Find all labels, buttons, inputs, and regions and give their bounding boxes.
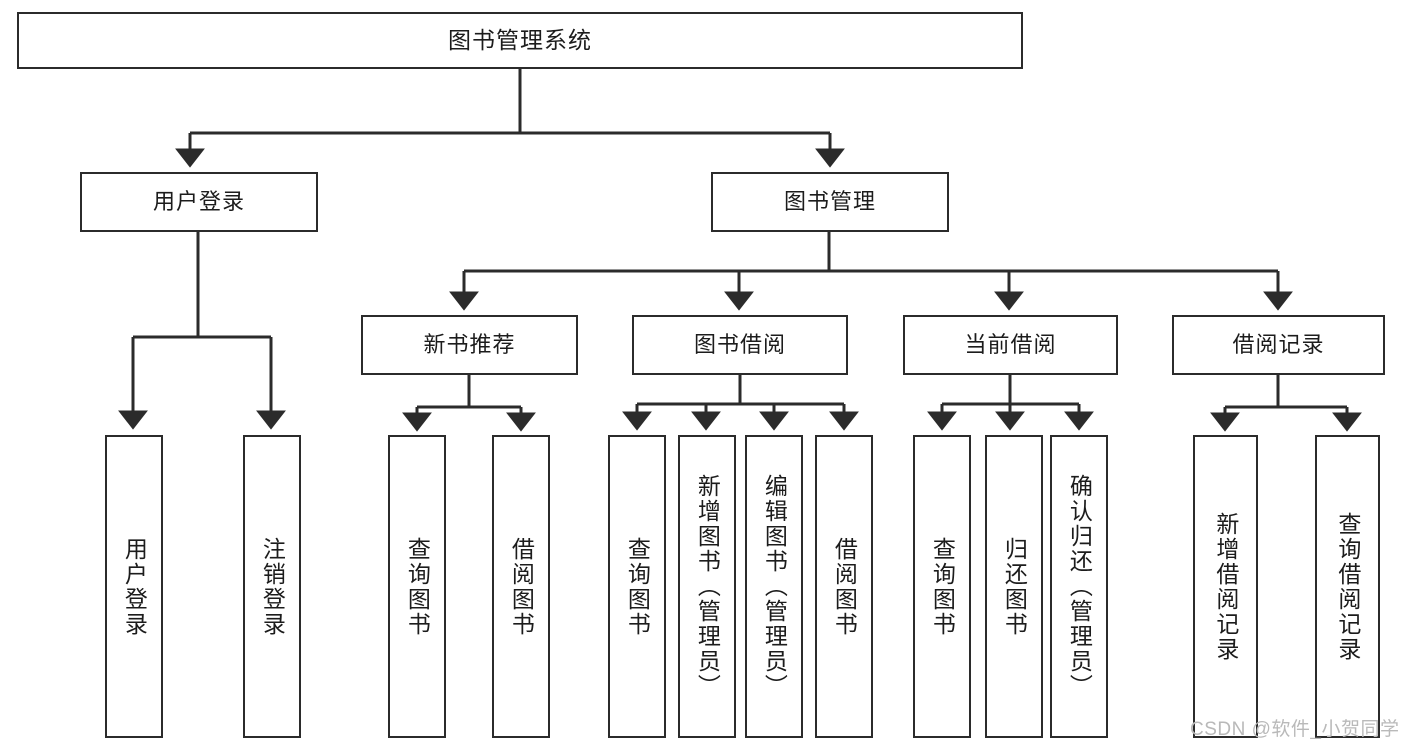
node-borrow-records[interactable]: 借阅记录 — [1172, 315, 1385, 375]
leaf-borrow-borrow-book[interactable]: 借阅图书 — [815, 435, 873, 738]
leaf-borrow-query-book[interactable]: 查询图书 — [608, 435, 666, 738]
leaf-new-book-borrow[interactable]: 借阅图书 — [492, 435, 550, 738]
node-label: 借阅图书 — [508, 536, 535, 637]
node-label: 注销登录 — [259, 536, 286, 637]
node-user-login[interactable]: 用户登录 — [80, 172, 318, 232]
node-current-borrowing[interactable]: 当前借阅 — [903, 315, 1118, 375]
node-book-management[interactable]: 图书管理 — [711, 172, 949, 232]
node-label: 归还图书 — [1001, 536, 1028, 637]
node-label: 查询借阅记录 — [1334, 511, 1361, 662]
node-label: 查询图书 — [929, 536, 956, 637]
leaf-records-add-record[interactable]: 新增借阅记录 — [1193, 435, 1258, 738]
leaf-user-login-logout[interactable]: 注销登录 — [243, 435, 301, 738]
node-label: 借阅记录 — [1232, 331, 1325, 357]
leaf-records-query-record[interactable]: 查询借阅记录 — [1315, 435, 1380, 738]
node-label: 新增图书（管理员） — [694, 474, 721, 699]
node-label: 用户登录 — [121, 536, 148, 637]
node-label: 查询图书 — [404, 536, 431, 637]
node-label: 用户登录 — [152, 188, 245, 214]
node-label: 当前借阅 — [964, 331, 1057, 357]
leaf-user-login-login[interactable]: 用户登录 — [105, 435, 163, 738]
node-root-library-system[interactable]: 图书管理系统 — [17, 12, 1023, 69]
leaf-current-confirm-return-admin[interactable]: 确认归还（管理员） — [1050, 435, 1108, 738]
node-label: 图书管理系统 — [448, 26, 592, 53]
node-label: 新增借阅记录 — [1212, 511, 1239, 662]
node-label: 图书借阅 — [693, 331, 786, 357]
node-label: 图书管理 — [783, 188, 876, 214]
csdn-watermark: CSDN @软件_小贺同学 — [1190, 719, 1400, 740]
leaf-borrow-edit-book-admin[interactable]: 编辑图书（管理员） — [745, 435, 803, 738]
node-label: 编辑图书（管理员） — [761, 474, 788, 699]
node-label: 确认归还（管理员） — [1066, 474, 1093, 699]
node-book-borrowing[interactable]: 图书借阅 — [632, 315, 848, 375]
leaf-current-return-book[interactable]: 归还图书 — [985, 435, 1043, 738]
node-label: 查询图书 — [624, 536, 651, 637]
leaf-current-query-book[interactable]: 查询图书 — [913, 435, 971, 738]
leaf-borrow-add-book-admin[interactable]: 新增图书（管理员） — [678, 435, 736, 738]
node-new-book-recommendation[interactable]: 新书推荐 — [361, 315, 578, 375]
leaf-new-book-query[interactable]: 查询图书 — [388, 435, 446, 738]
node-label: 借阅图书 — [831, 536, 858, 637]
node-label: 新书推荐 — [423, 331, 516, 357]
